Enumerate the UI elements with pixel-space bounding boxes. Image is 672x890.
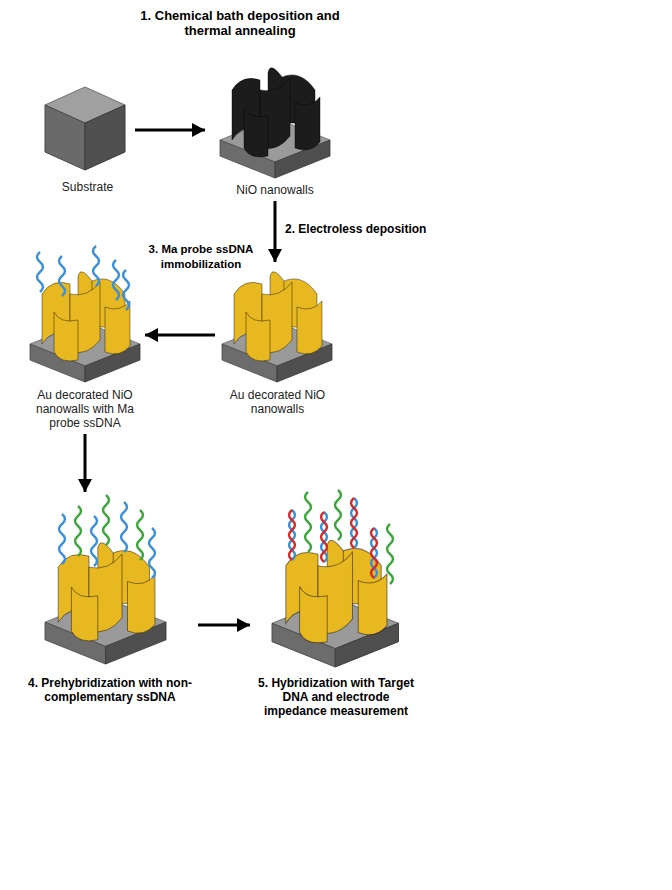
prehybridized-nanowalls bbox=[45, 495, 166, 664]
stage-box: Substrate bbox=[40, 80, 135, 198]
substrate-block bbox=[45, 87, 125, 170]
process-arrow bbox=[145, 334, 215, 337]
au-nanowalls bbox=[222, 272, 332, 382]
step-label: 2. Electroless deposition bbox=[285, 222, 460, 237]
stage-box: 4. Prehybridization with non-complementa… bbox=[22, 492, 198, 708]
stage-caption: Substrate bbox=[44, 180, 131, 194]
hybridized-nanowalls bbox=[272, 490, 399, 667]
stage-box: 5. Hybridization with Target DNA and ele… bbox=[250, 478, 422, 722]
process-arrow bbox=[135, 129, 205, 132]
process-arrow bbox=[84, 434, 87, 492]
stage-box: Au decorated NiO nanowalls bbox=[215, 262, 340, 420]
stage-box: Au decorated NiO nanowalls with Ma probe… bbox=[25, 248, 145, 434]
process-arrow bbox=[198, 624, 250, 627]
stage-caption: NiO nanowalls bbox=[209, 183, 341, 197]
step-label: 1. Chemical bath deposition and thermal … bbox=[135, 8, 345, 38]
stage-box: NiO nanowalls bbox=[205, 55, 345, 201]
step-label: 3. Ma probe ssDNA immobilization bbox=[142, 242, 260, 272]
nio-nanowalls bbox=[220, 68, 330, 178]
step-caption: 4. Prehybridization with non-complementa… bbox=[26, 676, 194, 704]
step-caption: 5. Hybridization with Target DNA and ele… bbox=[254, 676, 418, 718]
probe-nanowalls bbox=[30, 246, 140, 382]
process-arrow bbox=[274, 201, 277, 262]
stage-caption: Au decorated NiO nanowalls with Ma probe… bbox=[29, 388, 141, 430]
stage-caption: Au decorated NiO nanowalls bbox=[219, 388, 336, 416]
